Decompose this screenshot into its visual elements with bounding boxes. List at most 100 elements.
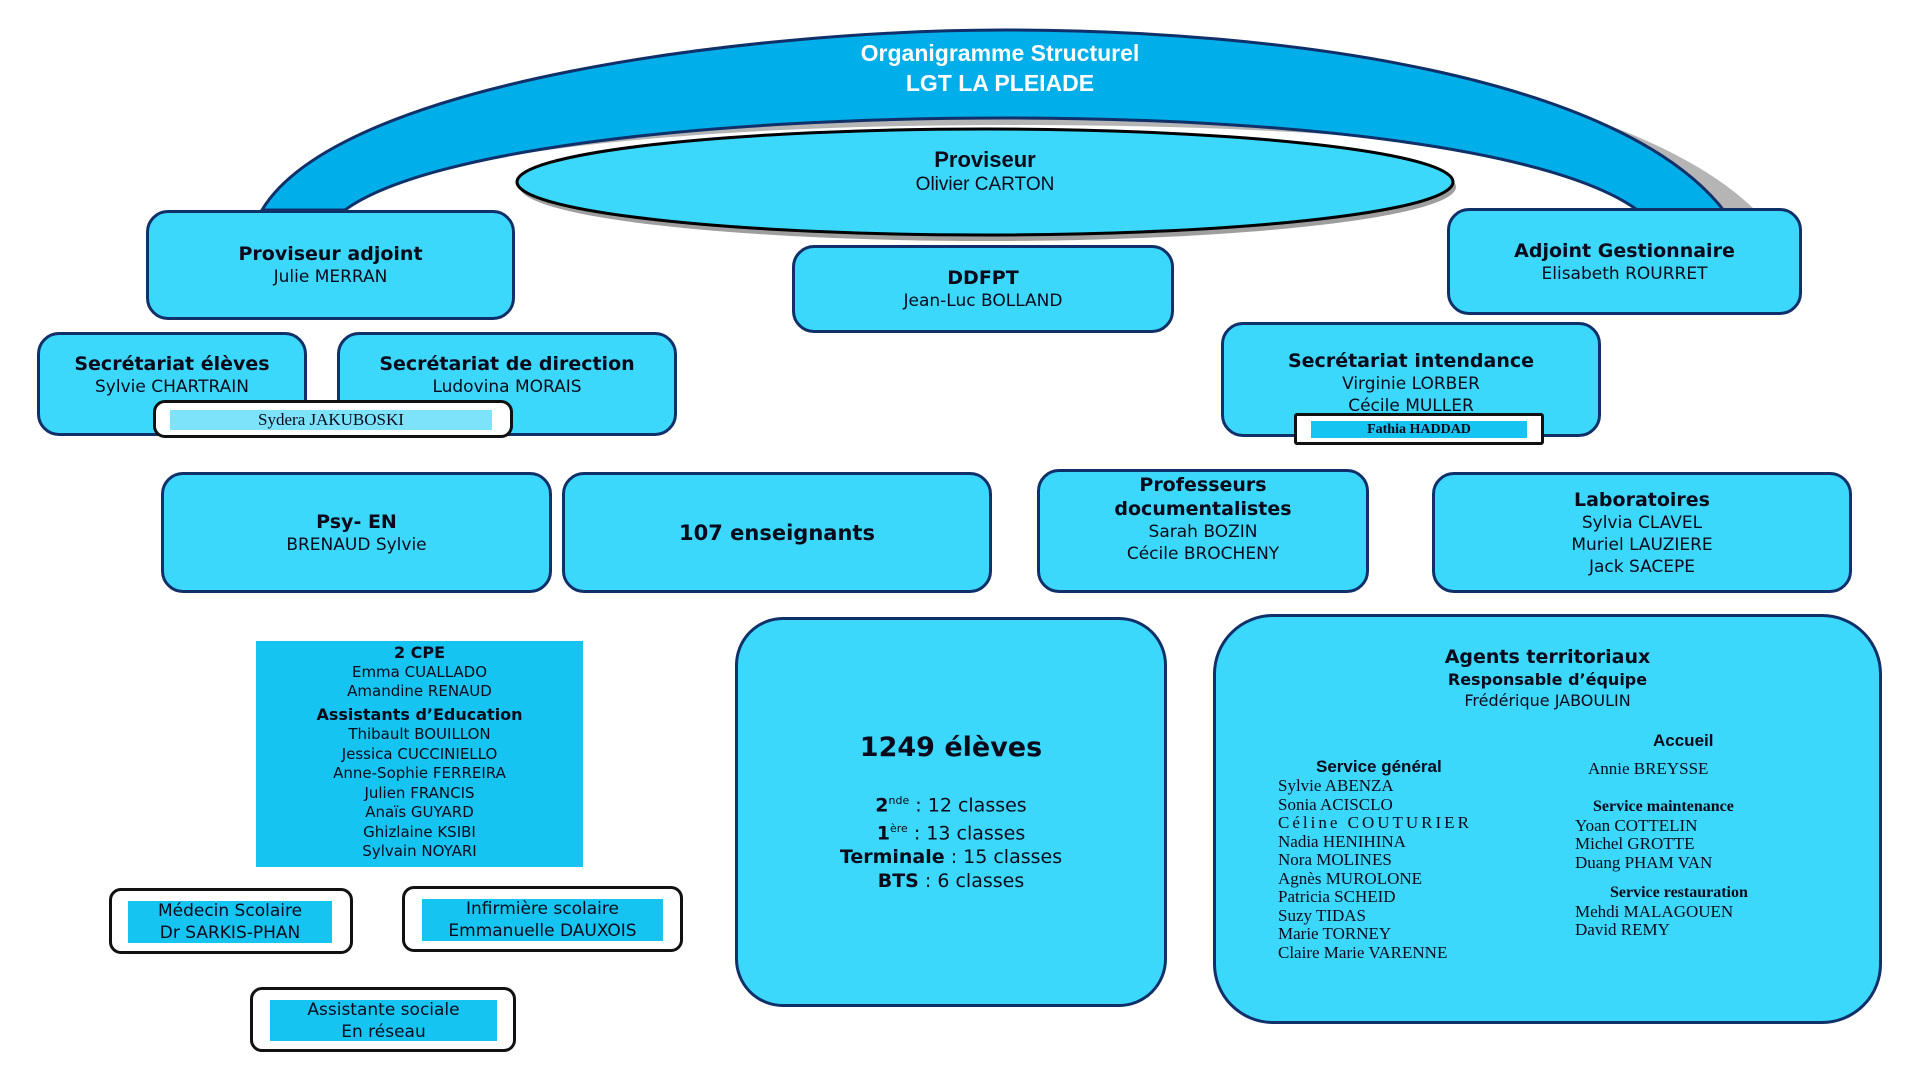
node-agents-territoriaux: Agents territoriaux Responsable d’équipe…: [1213, 614, 1882, 1024]
infirmiere-bar: Infirmière scolaire Emmanuelle DAUXOIS: [422, 899, 663, 941]
cpe-title: 2 CPE: [393, 643, 446, 662]
service-general-name: Céline COUTURIER: [1278, 813, 1472, 832]
level-classes: : 6 classes: [918, 870, 1025, 893]
psy-en-name: BRENAUD Sylvie: [286, 534, 427, 555]
psy-en-role: Psy- EN: [316, 510, 397, 533]
aed-name-7: Sylvain NOYARI: [362, 842, 477, 860]
laboratoires-name-2: Muriel LAUZIERE: [1571, 534, 1713, 555]
accueil-name: Annie BREYSSE: [1588, 759, 1709, 778]
eleves-total: 1249 élèves: [859, 731, 1043, 763]
node-intendance-extra: Fathia HADDAD: [1294, 413, 1544, 445]
adjoint-gestionnaire-name: Elisabeth ROURRET: [1541, 263, 1708, 284]
aed-name-3: Anne-Sophie FERREIRA: [333, 764, 506, 782]
level-label: 1: [876, 822, 890, 845]
service-general-name: Nadia HENIHINA: [1278, 831, 1406, 851]
maintenance-title: Service maintenance: [1593, 798, 1734, 815]
title-line-1: Organigramme Structurel: [860, 40, 1140, 66]
documentalistes-name-2: Cécile BROCHENY: [1126, 544, 1280, 564]
eleves-level-2nde: 2nde : 12 classes: [875, 789, 1026, 817]
node-adjoint-gestionnaire: Adjoint Gestionnaire Elisabeth ROURRET: [1447, 208, 1802, 315]
level-sup: nde: [888, 793, 910, 807]
agents-title: Agents territoriaux: [1444, 646, 1651, 668]
proviseur-adjoint-role: Proviseur adjoint: [238, 243, 423, 265]
adjoint-gestionnaire-role: Adjoint Gestionnaire: [1514, 239, 1735, 262]
eleves-level-bts: BTS : 6 classes: [878, 869, 1025, 893]
node-ddfpt: DDFPT Jean-Luc BOLLAND: [792, 245, 1174, 333]
laboratoires-name-3: Jack SACEPE: [1588, 556, 1696, 577]
ddfpt-role: DDFPT: [947, 267, 1019, 289]
assistante-sociale-bar: Assistante sociale En réseau: [270, 999, 497, 1042]
documentalistes-role-2: documentalistes: [1114, 498, 1292, 520]
restauration-name: Mehdi MALAGOUEN: [1575, 901, 1734, 921]
node-enseignants: 107 enseignants: [562, 472, 992, 593]
title-arc: [259, 28, 1729, 214]
title-line-2: LGT LA PLEIADE: [905, 70, 1095, 96]
level-classes: : 12 classes: [909, 794, 1027, 816]
level-label: Terminale: [839, 846, 945, 869]
service-general-name: Nora MOLINES: [1278, 850, 1392, 869]
level-sup: ère: [889, 822, 908, 835]
level-classes: : 13 classes: [907, 822, 1026, 845]
secretariat-shared-bar: Sydera JAKUBOSKI: [170, 410, 492, 430]
cpe-name-1: Emma CUALLADO: [351, 663, 488, 681]
service-general: Service général Sylvie ABENZA Sonia ACIS…: [1278, 757, 1538, 962]
service-general-name: Patricia SCHEID: [1278, 887, 1396, 906]
restauration-name: David REMY: [1575, 920, 1670, 939]
documentalistes-role-1: Professeurs: [1139, 474, 1267, 496]
service-maintenance: Service maintenance Yoan COTTELIN Michel…: [1575, 798, 1835, 872]
secretariat-intendance-role: Secrétariat intendance: [1287, 350, 1535, 372]
intendance-extra-name: Fathia HADDAD: [1367, 421, 1471, 437]
service-general-name: Sonia ACISCLO: [1278, 794, 1393, 814]
laboratoires-name-1: Sylvia CLAVEL: [1581, 512, 1703, 533]
node-infirmiere: Infirmière scolaire Emmanuelle DAUXOIS: [402, 886, 683, 952]
secretariat-shared-name: Sydera JAKUBOSKI: [258, 410, 404, 429]
secretariat-intendance-name-1: Virginie LORBER: [1342, 374, 1480, 394]
node-eleves: 1249 élèves 2nde : 12 classes 1ère : 13 …: [735, 617, 1167, 1007]
eleves-level-1ere: 1ère : 13 classes: [877, 817, 1026, 845]
node-proviseur-adjoint: Proviseur adjoint Julie MERRAN: [146, 210, 515, 320]
laboratoires-role: Laboratoires: [1574, 488, 1710, 511]
node-assistante-sociale: Assistante sociale En réseau: [250, 987, 516, 1052]
maintenance-name: Duang PHAM VAN: [1575, 852, 1713, 872]
node-vie-scolaire: 2 CPE Emma CUALLADO Amandine RENAUD Assi…: [256, 641, 583, 867]
maintenance-name: Michel GROTTE: [1575, 834, 1695, 853]
service-general-name: Marie TORNEY: [1278, 924, 1392, 943]
aed-name-1: Thibault BOUILLON: [348, 725, 491, 743]
proviseur-role: Proviseur: [934, 147, 1036, 172]
medecin-name: Dr SARKIS-PHAN: [159, 923, 301, 943]
eleves-level-terminale: Terminale : 15 classes: [840, 845, 1062, 869]
secretariat-direction-role: Secrétariat de direction: [379, 353, 635, 375]
secretariat-eleves-role: Secrétariat élèves: [74, 353, 270, 375]
agents-subtitle: Responsable d’équipe: [1447, 670, 1648, 689]
secretariat-intendance-name-2: Cécile MULLER: [1348, 396, 1474, 416]
infirmiere-role: Infirmière scolaire: [466, 899, 619, 919]
service-general-name: Agnès MUROLONE: [1278, 868, 1423, 888]
infirmiere-name: Emmanuelle DAUXOIS: [448, 921, 637, 941]
documentalistes-name-1: Sarah BOZIN: [1148, 522, 1258, 542]
aed-name-2: Jessica CUCCINIELLO: [341, 744, 498, 763]
aed-name-6: Ghizlaine KSIBI: [363, 822, 476, 841]
proviseur-adjoint-name: Julie MERRAN: [273, 267, 388, 287]
chart-title: Organigramme Structurel LGT LA PLEIADE: [700, 38, 1300, 98]
aed-title: Assistants d’Education: [316, 705, 523, 724]
restauration-title: Service restauration: [1610, 884, 1748, 901]
medecin-bar: Médecin Scolaire Dr SARKIS-PHAN: [128, 901, 332, 943]
aed-name-4: Julien FRANCIS: [364, 783, 475, 802]
service-general-name: Sylvie ABENZA: [1278, 776, 1394, 795]
proviseur-name: Olivier CARTON: [915, 174, 1055, 195]
service-general-name: Claire Marie VARENNE: [1278, 942, 1448, 962]
assistante-sociale-role: Assistante sociale: [307, 999, 460, 1020]
node-medecin: Médecin Scolaire Dr SARKIS-PHAN: [109, 888, 353, 954]
medecin-role: Médecin Scolaire: [157, 901, 303, 921]
secretariat-direction-name: Ludovina MORAIS: [432, 377, 582, 397]
intendance-extra-bar: Fathia HADDAD: [1311, 421, 1527, 438]
level-label: 2: [875, 794, 889, 816]
node-documentalistes: Professeurs documentalistes Sarah BOZIN …: [1037, 469, 1369, 593]
agents-lead: Frédérique JABOULIN: [1464, 691, 1631, 710]
accueil: Accueil Annie BREYSSE: [1570, 730, 1810, 780]
service-general-name: Suzy TIDAS: [1278, 905, 1366, 925]
proviseur-ellipse: [515, 127, 1455, 237]
level-label: BTS: [877, 870, 919, 893]
node-psy-en: Psy- EN BRENAUD Sylvie: [161, 472, 552, 593]
